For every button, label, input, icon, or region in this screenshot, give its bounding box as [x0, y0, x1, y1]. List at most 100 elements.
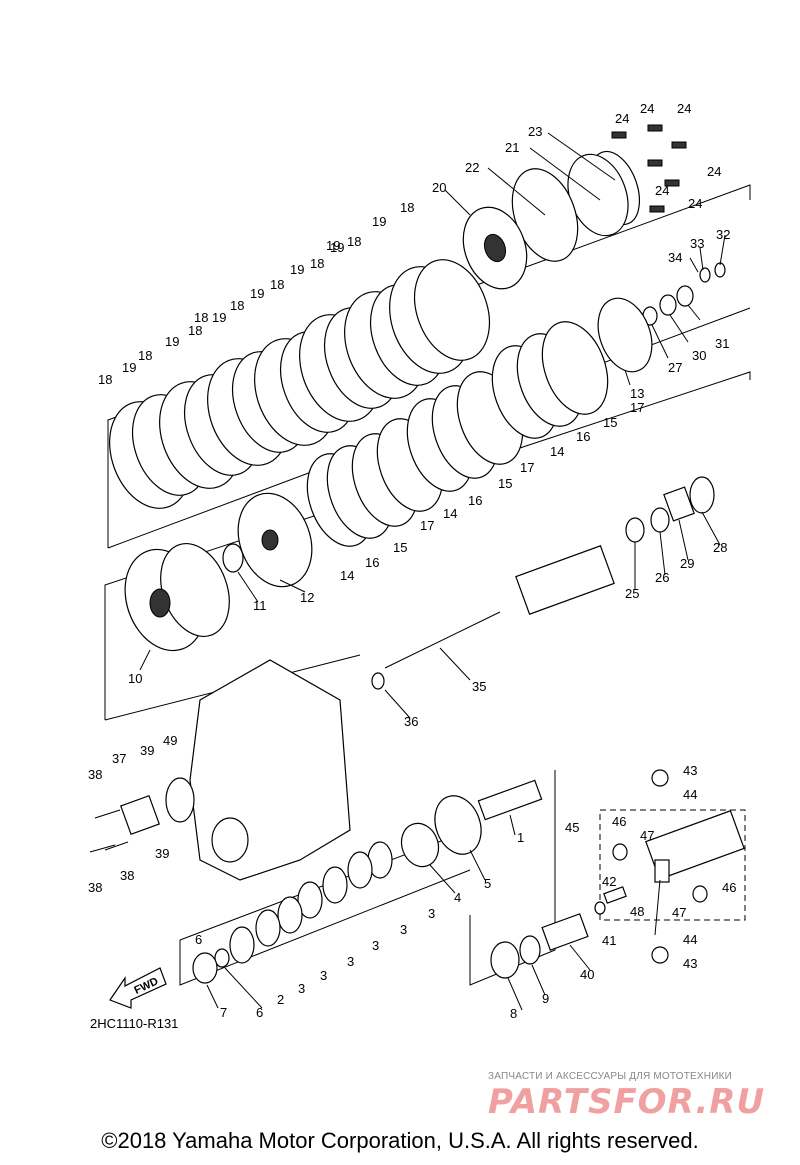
- callout-8: 8: [510, 1006, 517, 1021]
- watermark-subtitle: ЗАПЧАСТИ И АКСЕССУАРЫ ДЛЯ МОТОТЕХНИКИ: [488, 1071, 733, 1082]
- callout-36: 36: [404, 714, 418, 729]
- callout-47: 47: [640, 828, 654, 843]
- watermark-logo: PARTSFOR.RU: [488, 1082, 766, 1122]
- callout-16: 16: [468, 493, 482, 508]
- callout-19: 19: [330, 240, 344, 255]
- callout-2: 2: [277, 992, 284, 1007]
- clutch-cover-assembly: [462, 124, 687, 290]
- callout-5: 5: [484, 876, 491, 891]
- callout-38: 38: [88, 767, 102, 782]
- callout-18: 18: [138, 348, 152, 363]
- callout-19: 19: [250, 286, 264, 301]
- callout-11: 11: [253, 598, 267, 613]
- callout-18: 18: [310, 256, 324, 271]
- callout-6: 6: [195, 932, 202, 947]
- callout-46: 46: [722, 880, 736, 895]
- callout-43: 43: [683, 956, 697, 971]
- callout-21: 21: [505, 140, 519, 155]
- crankcase-housing: [165, 659, 351, 881]
- callout-33: 33: [690, 236, 704, 251]
- callout-32: 32: [716, 227, 730, 242]
- callout-24: 24: [655, 183, 669, 198]
- callout-3: 3: [428, 906, 435, 921]
- callout-35: 35: [472, 679, 486, 694]
- callout-18: 18: [400, 200, 414, 215]
- callout-19: 19: [122, 360, 136, 375]
- callout-6: 6: [256, 1005, 263, 1020]
- callout-31: 31: [715, 336, 729, 351]
- callout-3: 3: [320, 968, 327, 983]
- callout-12: 12: [300, 590, 314, 605]
- callout-17: 17: [630, 400, 644, 415]
- copyright-notice: ©2018 Yamaha Motor Corporation, U.S.A. A…: [101, 1128, 699, 1153]
- callout-24: 24: [640, 101, 654, 116]
- callout-leader-lines: [139, 132, 726, 1011]
- callout-4: 4: [454, 890, 461, 905]
- callout-25: 25: [625, 586, 639, 601]
- clutch-basket-and-shaft: [124, 476, 715, 690]
- callout-30: 30: [692, 348, 706, 363]
- callout-42: 42: [602, 874, 616, 889]
- callout-15: 15: [393, 540, 407, 555]
- universal-joint-group: [490, 769, 745, 979]
- diagram-code: 2HC1110-R131: [90, 1016, 179, 1031]
- callout-16: 16: [576, 429, 590, 444]
- callout-49: 49: [163, 733, 177, 748]
- callout-numbers: 24 24 24 24 24 24 23 21 22 20 33 32 34 3…: [88, 101, 736, 1021]
- callout-19: 19: [165, 334, 179, 349]
- callout-19: 19: [372, 214, 386, 229]
- lower-gear-set: [192, 779, 543, 984]
- callout-38: 38: [88, 880, 102, 895]
- callout-19: 19: [326, 238, 340, 253]
- callout-41: 41: [602, 933, 616, 948]
- callout-24: 24: [677, 101, 691, 116]
- callout-15: 15: [603, 415, 617, 430]
- callout-40: 40: [580, 967, 594, 982]
- callout-26: 26: [655, 570, 669, 585]
- callout-45: 45: [565, 820, 579, 835]
- callout-9: 9: [542, 991, 549, 1006]
- callout-19: 19: [212, 310, 226, 325]
- callout-39: 39: [155, 846, 169, 861]
- clutch-plates-row-2: [306, 321, 609, 547]
- callout-20: 20: [432, 180, 446, 195]
- callout-44: 44: [683, 932, 697, 947]
- callout-46: 46: [612, 814, 626, 829]
- pressure-plate-hardware: [597, 262, 726, 373]
- callout-10: 10: [128, 671, 142, 686]
- callout-18: 18: [188, 323, 202, 338]
- bracket-bolt-group: [89, 795, 160, 853]
- callout-47: 47: [672, 905, 686, 920]
- fwd-label: FWD: [132, 975, 160, 996]
- callout-3: 3: [372, 938, 379, 953]
- callout-43: 43: [683, 763, 697, 778]
- callout-38: 38: [120, 868, 134, 883]
- callout-3: 3: [400, 922, 407, 937]
- callout-18: 18: [194, 310, 208, 325]
- callout-22: 22: [465, 160, 479, 175]
- callout-1: 1: [517, 830, 524, 845]
- callout-18: 18: [98, 372, 112, 387]
- callout-13: 13: [630, 386, 644, 401]
- callout-23: 23: [528, 124, 542, 139]
- callout-14: 14: [443, 506, 457, 521]
- callout-18: 18: [270, 277, 284, 292]
- callout-3: 3: [298, 981, 305, 996]
- callout-27: 27: [668, 360, 682, 375]
- callout-14: 14: [340, 568, 354, 583]
- callout-18: 18: [230, 298, 244, 313]
- callout-29: 29: [680, 556, 694, 571]
- callout-7: 7: [220, 1005, 227, 1020]
- callout-19: 19: [290, 262, 304, 277]
- callout-48: 48: [630, 904, 644, 919]
- callout-39: 39: [140, 743, 154, 758]
- callout-18: 18: [347, 234, 361, 249]
- callout-28: 28: [713, 540, 727, 555]
- callout-24: 24: [688, 196, 702, 211]
- callout-16: 16: [365, 555, 379, 570]
- callout-24: 24: [707, 164, 721, 179]
- callout-44: 44: [683, 787, 697, 802]
- callout-17: 17: [520, 460, 534, 475]
- callout-14: 14: [550, 444, 564, 459]
- forward-direction-arrow: FWD: [109, 967, 167, 1009]
